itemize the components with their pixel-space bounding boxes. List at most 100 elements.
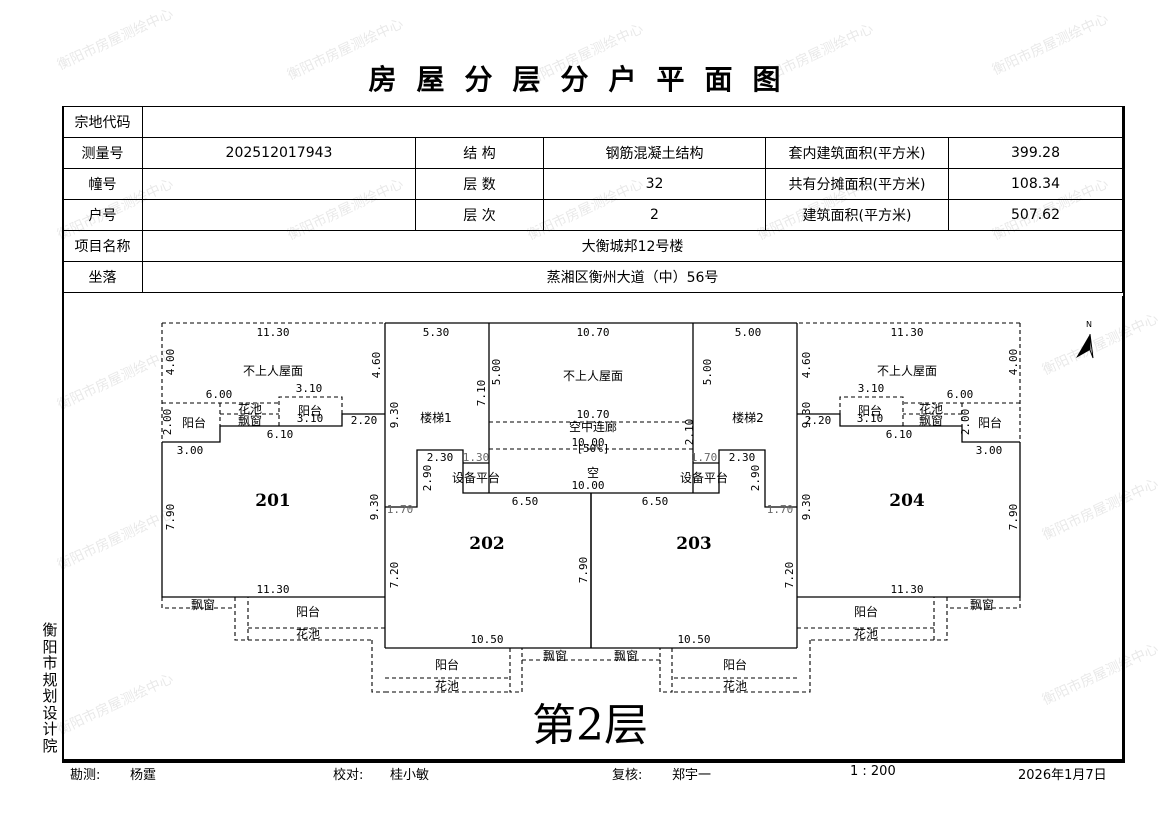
structure-value: 钢筋混凝土结构 bbox=[543, 137, 766, 169]
dim-label: 7.90 bbox=[164, 504, 177, 531]
location-value: 蒸湘区衡州大道（中）56号 bbox=[142, 261, 1123, 293]
dim-label: 10.50 bbox=[470, 633, 503, 646]
dim-label: [50%] bbox=[576, 442, 609, 455]
dim-label: 4.00 bbox=[1007, 349, 1020, 376]
room-label: 花池 bbox=[919, 401, 943, 416]
watermark: 衡阳市房屋测绘中心 bbox=[1040, 310, 1161, 379]
room-label: 阳台 bbox=[978, 415, 1002, 430]
reviewer-name: 郑宇一 bbox=[672, 768, 712, 783]
side-institute-text: 衡阳市规划设计院 bbox=[42, 621, 58, 755]
dim-label: 10.70 bbox=[576, 326, 609, 339]
dim-label: 2.90 bbox=[749, 465, 762, 492]
dim-label: 1.30 bbox=[463, 451, 490, 464]
watermark: 衡阳市房屋测绘中心 bbox=[755, 175, 876, 244]
date-text: 2026年1月7日 bbox=[1018, 768, 1107, 783]
unit-number: 203 bbox=[676, 534, 712, 554]
dim-label: 11.30 bbox=[256, 326, 289, 339]
room-label: 花池 bbox=[296, 626, 320, 641]
unit-number: 202 bbox=[469, 534, 505, 554]
room-label: 阳台 bbox=[858, 403, 882, 418]
watermark: 衡阳市房屋测绘中心 bbox=[755, 20, 876, 89]
dim-label: 6.00 bbox=[947, 388, 974, 401]
room-label: 空 bbox=[587, 466, 599, 480]
page-title: 房屋分层分户平面图 bbox=[368, 63, 801, 96]
room-label: 阳台 bbox=[298, 403, 322, 418]
dim-label: 6.10 bbox=[267, 428, 294, 441]
room-label: 飘窗 bbox=[238, 414, 262, 428]
dim-label: 3.10 bbox=[858, 382, 885, 395]
dim-label: 7.90 bbox=[1007, 504, 1020, 531]
watermark: 衡阳市房屋测绘中心 bbox=[55, 670, 176, 739]
room-label: 飘窗 bbox=[191, 598, 215, 612]
dim-label: 5.00 bbox=[735, 326, 762, 339]
dim-label: 3.10 bbox=[296, 382, 323, 395]
dim-label: 2.30 bbox=[427, 451, 454, 464]
plan-labels: 11.30 4.00 不上人屋面 6.00 3.10 阳台 3.10 花池 飘窗… bbox=[161, 326, 1020, 751]
dim-label: 9.30 bbox=[800, 494, 813, 521]
room-label: 空中连廊 bbox=[569, 419, 617, 434]
dim-label: 3.10 bbox=[857, 412, 884, 425]
dim-label: 6.00 bbox=[206, 388, 233, 401]
watermark: 衡阳市房屋测绘中心 bbox=[285, 15, 406, 84]
dim-label: 6.50 bbox=[512, 495, 539, 508]
room-label: 花池 bbox=[854, 626, 878, 641]
dim-label: 1.70 bbox=[387, 503, 414, 516]
info-table: 宗地代码 测量号 202512017943 结 构 钢筋混凝土结构 套内建筑面积… bbox=[62, 106, 1123, 293]
dim-label: 10.50 bbox=[677, 633, 710, 646]
watermark: 衡阳市房屋测绘中心 bbox=[55, 5, 176, 74]
watermark: 衡阳市房屋测绘中心 bbox=[525, 175, 646, 244]
building-area-label: 建筑面积(平方米) bbox=[765, 199, 949, 231]
unit-number: 201 bbox=[255, 491, 291, 511]
dim-label: 2.00 bbox=[161, 409, 174, 436]
dim-label: 2.10 bbox=[683, 419, 696, 446]
room-label: 阳台 bbox=[435, 657, 459, 672]
dim-label: 6.50 bbox=[642, 495, 669, 508]
dim-label: 11.30 bbox=[256, 583, 289, 596]
room-label: 花池 bbox=[723, 678, 747, 693]
dim-label: 2.90 bbox=[421, 465, 434, 492]
scale-text: 1 : 200 bbox=[850, 764, 896, 779]
room-label: 阳台 bbox=[296, 604, 320, 619]
unit-number: 204 bbox=[889, 491, 925, 511]
dim-label: 10.70 bbox=[576, 408, 609, 421]
dim-label: 2.00 bbox=[959, 409, 972, 436]
room-label: 花池 bbox=[238, 401, 262, 416]
dim-label: 1.70 bbox=[691, 451, 718, 464]
floor-title: 第2层 bbox=[532, 700, 648, 751]
reviewer-label: 复核: bbox=[612, 768, 643, 783]
dim-label: 5.00 bbox=[490, 359, 503, 386]
dim-label: 3.00 bbox=[177, 444, 204, 457]
watermark: 衡阳市房屋测绘中心 bbox=[990, 10, 1111, 79]
room-label: 阳台 bbox=[723, 657, 747, 672]
dim-label: 4.00 bbox=[164, 349, 177, 376]
watermark: 衡阳市房屋测绘中心 bbox=[1040, 640, 1161, 709]
dim-label: 10.00 bbox=[571, 479, 604, 492]
room-label: 飘窗 bbox=[919, 414, 943, 428]
room-label: 飘窗 bbox=[970, 598, 994, 612]
dim-label: 9.30 bbox=[388, 402, 401, 429]
dim-label: 7.10 bbox=[475, 380, 488, 407]
dim-label: 6.10 bbox=[886, 428, 913, 441]
dim-label: 2.20 bbox=[805, 414, 832, 427]
dim-label: 4.60 bbox=[800, 352, 813, 379]
watermark: 衡阳市房屋测绘中心 bbox=[55, 175, 176, 244]
surveyor-label: 勘测: bbox=[70, 768, 101, 783]
room-label: 花池 bbox=[435, 678, 459, 693]
dim-label: 2.20 bbox=[351, 414, 378, 427]
watermark: 衡阳市房屋测绘中心 bbox=[55, 505, 176, 574]
floor-value: 2 bbox=[543, 199, 766, 231]
building-area-value: 507.62 bbox=[948, 199, 1123, 231]
room-label: 设备平台 bbox=[680, 470, 728, 485]
dim-label: 1.70 bbox=[767, 503, 794, 516]
dim-label: 10.00 bbox=[571, 436, 604, 449]
table-row: 测量号 202512017943 结 构 钢筋混凝土结构 套内建筑面积(平方米)… bbox=[62, 137, 1123, 169]
room-label: 飘窗 bbox=[543, 649, 567, 663]
dim-label: 4.60 bbox=[370, 352, 383, 379]
room-label: 飘窗 bbox=[614, 649, 638, 663]
dim-label: 7.20 bbox=[388, 562, 401, 589]
room-label: 阳台 bbox=[182, 415, 206, 430]
watermark: 衡阳市房屋测绘中心 bbox=[525, 20, 646, 89]
shared-area-value: 108.34 bbox=[948, 168, 1123, 200]
room-label: 楼梯2 bbox=[732, 410, 764, 425]
